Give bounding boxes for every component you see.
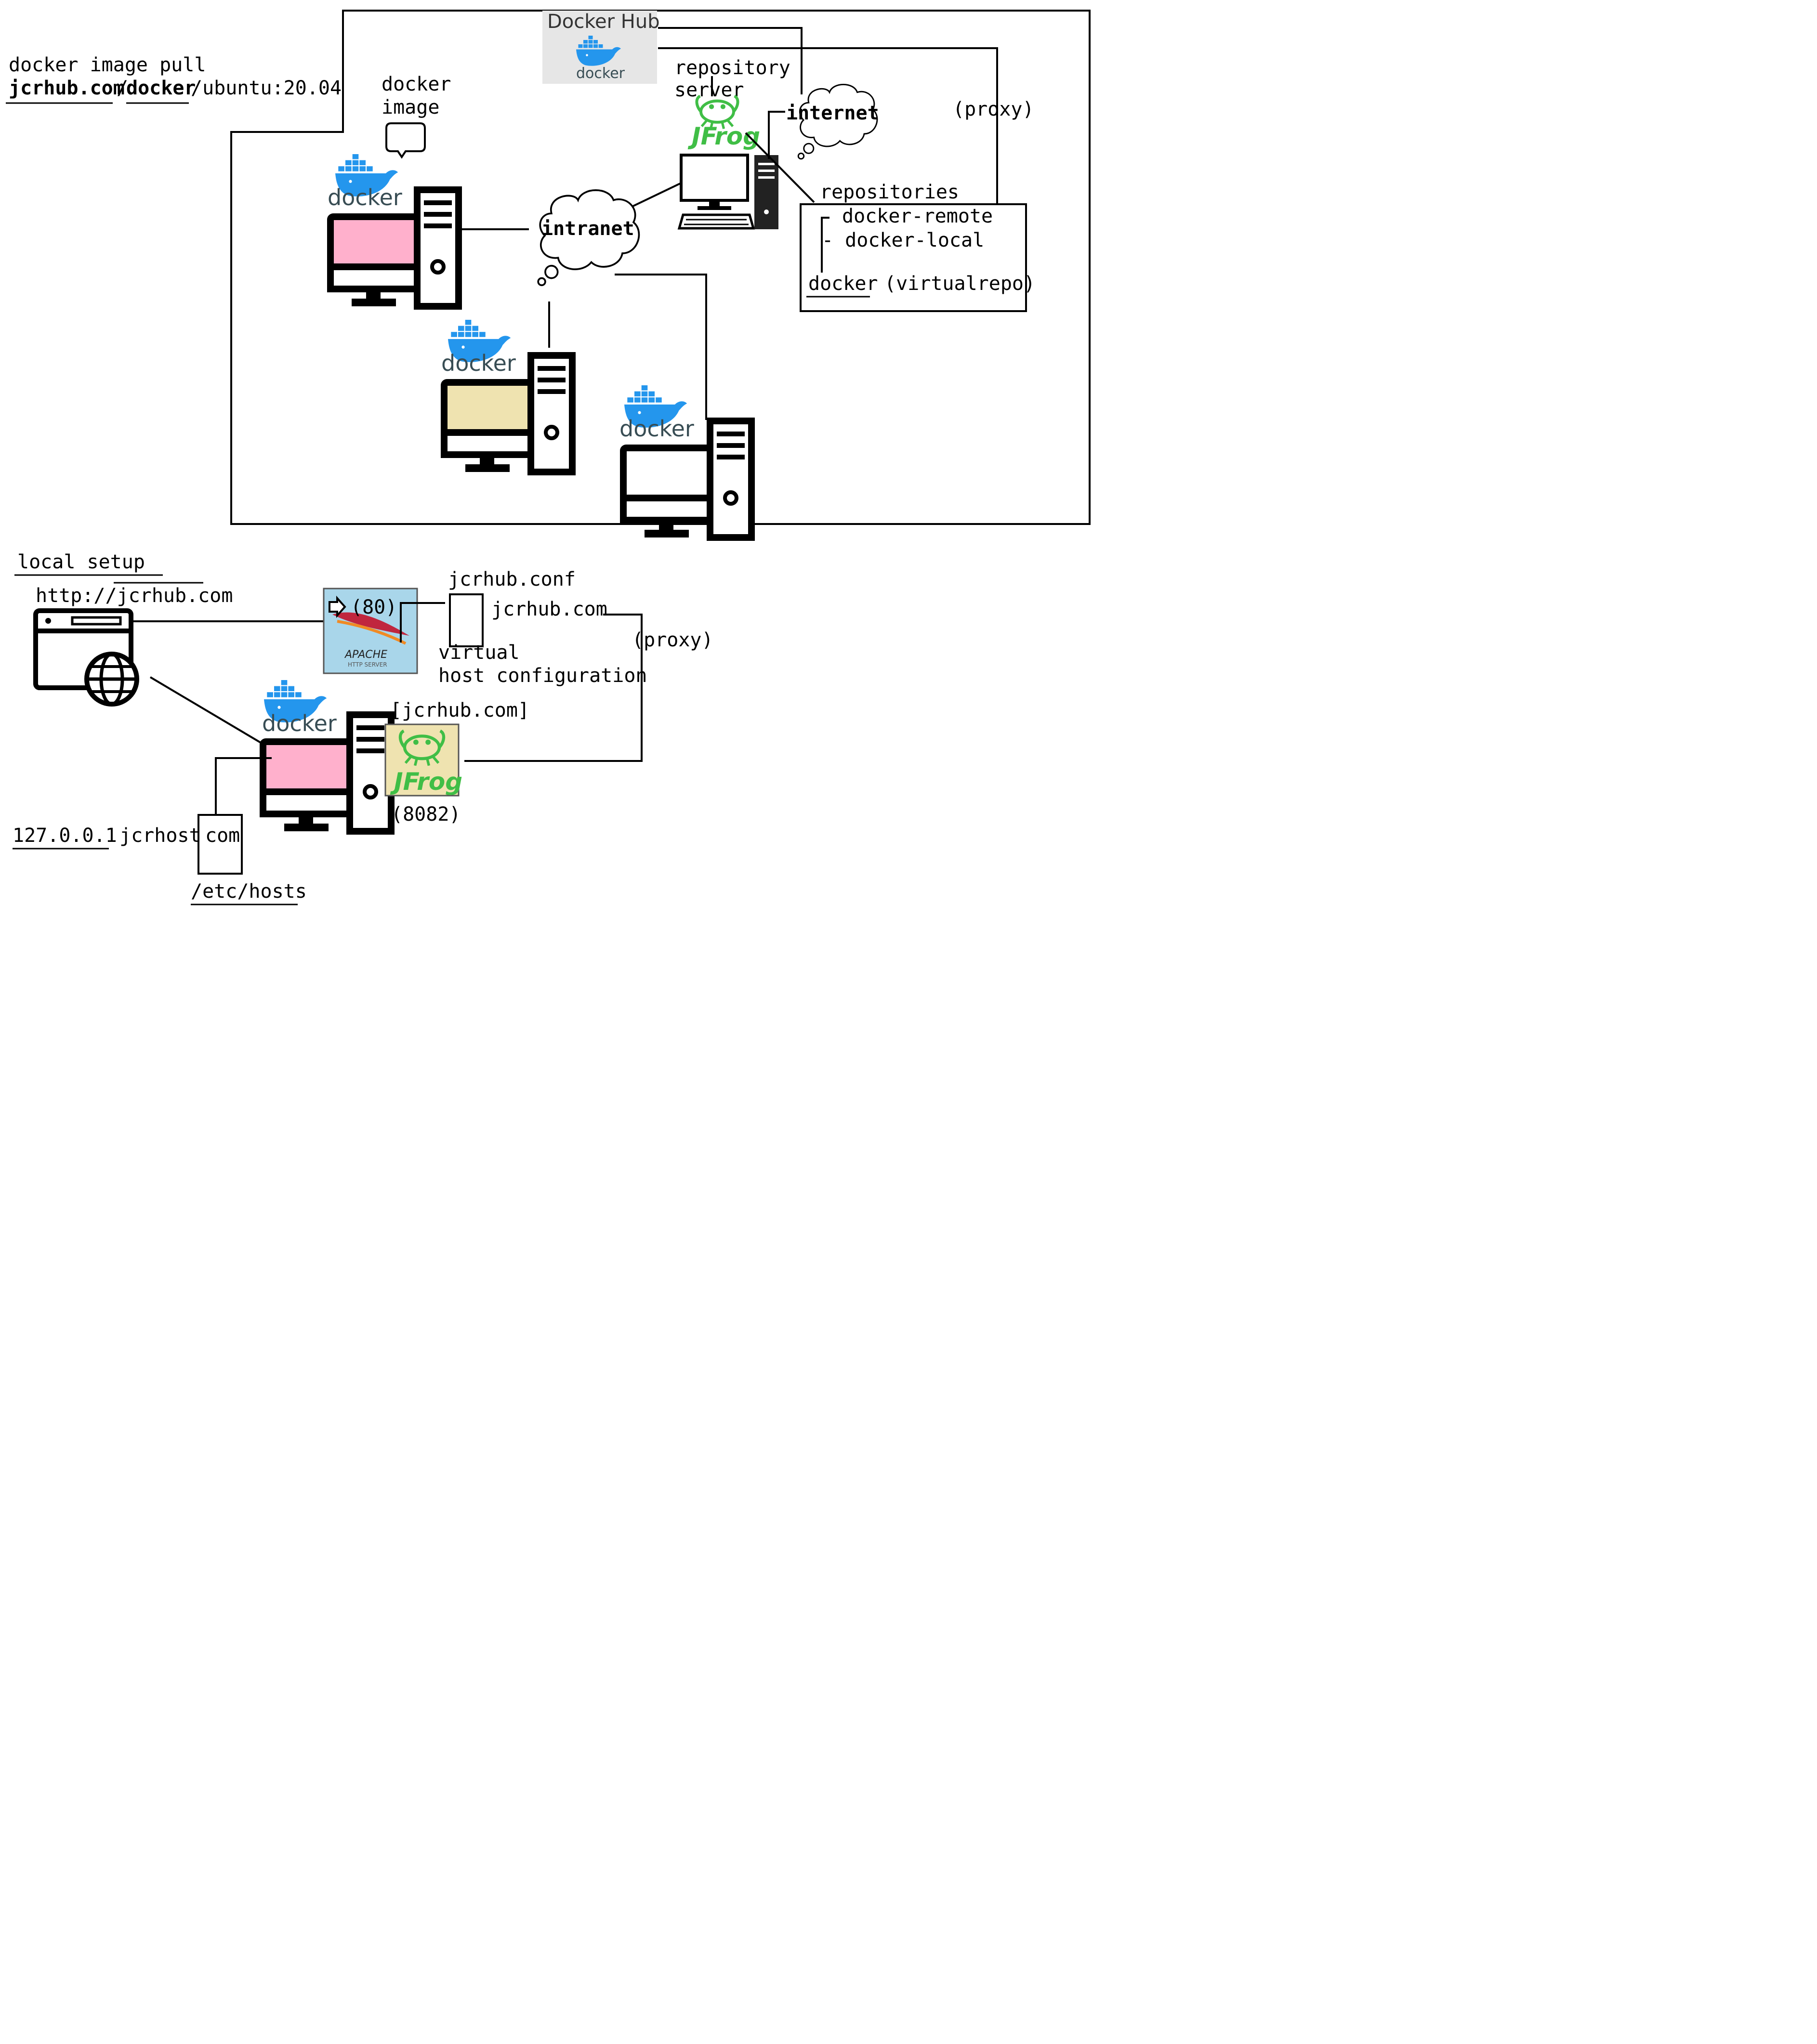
docker-image-label-1: docker (382, 73, 451, 95)
jfrog-logo: JFrog (687, 96, 760, 150)
repository-server-computer[interactable] (677, 154, 778, 230)
docker-hub-logo-text: docker (576, 65, 625, 82)
hosts-ip: 127.0.0.1 (13, 825, 117, 847)
repo-local: - docker-local (822, 229, 984, 251)
docker-logo-text-3: docker (619, 416, 694, 442)
repository-server-label-2: server (674, 79, 744, 101)
local-docker-logo-text: docker (262, 710, 337, 736)
conf-domain: jcrhub.com (491, 598, 607, 620)
local-url: http://jcrhub.com (36, 585, 233, 607)
apache-server[interactable]: APACHE HTTP SERVER (80) (323, 588, 418, 674)
hosts-file-icon (198, 814, 243, 875)
repositories-title: repositories (820, 181, 959, 203)
local-jfrog-logo-text: JFrog (390, 768, 462, 796)
hosts-file-label: /etc/hosts (191, 880, 307, 903)
hosts-name-1: jcrhost (119, 825, 201, 847)
jcr-label: [jcrhub.com] (390, 699, 529, 721)
apache-logo-sub: HTTP SERVER (348, 661, 387, 668)
port-80: (80) (351, 596, 397, 618)
conf-file-label: jcrhub.conf (448, 568, 576, 590)
pull-rest: /ubuntu:20.04 (191, 77, 342, 99)
repo-remote: docker-remote (842, 205, 993, 227)
docker-image-label-2: image (382, 96, 439, 118)
repo-virtual-suffix: (virtualrepo) (884, 273, 1035, 295)
vhost-label-2: host configuration (438, 665, 647, 687)
repositories-box[interactable]: repositories docker-remote - docker-loca… (800, 181, 1035, 312)
repo-virtual-name: docker (808, 273, 878, 295)
pull-host: jcrhub.com (9, 77, 125, 99)
arrow-right-icon (329, 595, 346, 618)
intranet-label: intranet (541, 218, 634, 240)
vhost-label-1: virtual (438, 642, 520, 664)
local-docker-host[interactable]: docker (262, 680, 391, 831)
docker-client-1[interactable]: docker (328, 154, 459, 306)
file-icon (449, 593, 484, 647)
local-proxy-label: (proxy) (632, 629, 713, 651)
pull-repo: docker (126, 77, 196, 99)
docker-hub[interactable]: Docker Hub docker (542, 11, 660, 84)
network-boundary (230, 10, 1091, 525)
repository-server-label-1: repository (674, 57, 790, 79)
pull-sep: / (117, 77, 128, 99)
apache-feather-icon (332, 612, 409, 636)
pull-command-line1: docker image pull (9, 54, 206, 76)
docker-logo-text-2: docker (441, 350, 516, 376)
hosts-name-2: com (205, 825, 240, 847)
port-8082: (8082) (391, 803, 461, 825)
local-jfrog-container[interactable]: JFrog (384, 723, 462, 797)
speech-bubble-icon (385, 122, 426, 159)
proxy-label: (proxy) (953, 98, 1034, 120)
internet-label: internet (786, 102, 879, 124)
browser-globe-icon[interactable] (33, 608, 139, 707)
docker-logo-text: docker (328, 184, 402, 210)
docker-client-3[interactable]: docker (619, 385, 751, 537)
docker-client-2[interactable]: docker (441, 320, 572, 472)
docker-hub-title: Docker Hub (547, 11, 660, 33)
apache-logo-text: APACHE (344, 649, 387, 661)
server-tower-icon (754, 155, 778, 229)
local-setup-title: local setup (17, 551, 145, 573)
